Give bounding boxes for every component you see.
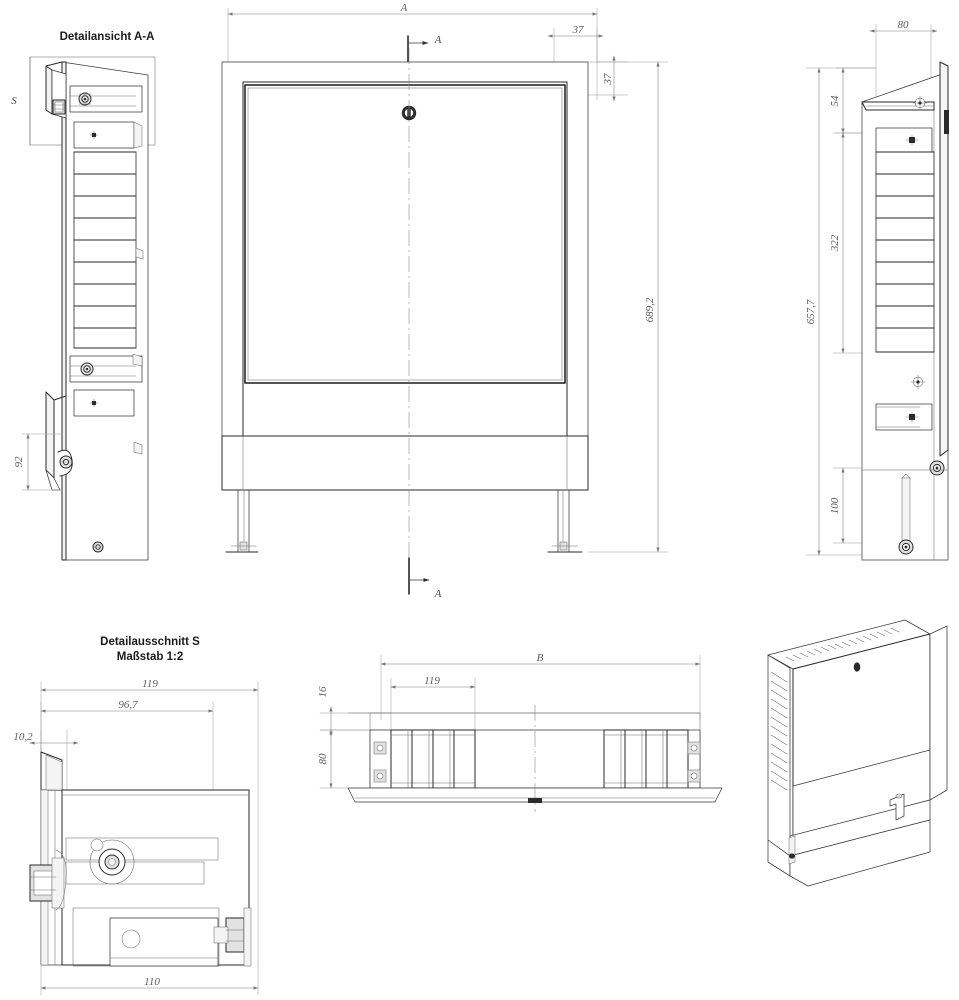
- dim-A-label: A: [400, 2, 408, 14]
- lower-hinge-assembly: [80, 362, 94, 376]
- dim-322: 322: [829, 132, 877, 354]
- upper-bracket: [73, 121, 135, 149]
- dim-110: 110: [40, 964, 259, 996]
- dim-37a-label: 37: [572, 24, 585, 36]
- view-side: 80 54 322 657,7 100: [805, 19, 949, 561]
- iso-door-lock: [853, 662, 861, 672]
- upper-hinge-knuckle: [52, 99, 66, 115]
- dim-110-label: 110: [144, 976, 160, 988]
- lower-bracket-center-mark: [89, 398, 99, 408]
- dim-119-top-label: 119: [424, 675, 440, 687]
- iso-left-louvres: [770, 671, 788, 791]
- side-upper-bracket: [875, 127, 933, 153]
- dim-92-label: 92: [13, 456, 25, 468]
- dim-80-side-label: 80: [898, 19, 910, 31]
- detail-upper-slot: [65, 837, 219, 885]
- front-door-panel: [244, 84, 566, 384]
- dim-overall-width-A: A: [227, 2, 598, 63]
- top-bolt-left-lower: [373, 769, 387, 783]
- upper-bracket-center-mark: [89, 130, 99, 140]
- dim-10-2-label: 10,2: [13, 731, 33, 743]
- view-detail-a-a: 92 S Detailansicht A-A: [11, 31, 156, 561]
- detail-s-scale: Maßstab 1:2: [117, 651, 183, 663]
- detail-a-a-title: Detailansicht A-A: [60, 31, 155, 43]
- upper-center-mark: [912, 95, 928, 111]
- lower-right-tab: [133, 441, 143, 455]
- side-door-lock-tab: [944, 110, 949, 134]
- detail-s-title: Detailausschnitt S: [100, 636, 200, 648]
- front-door-inner-line: [247, 87, 563, 381]
- top-bolt-right-lower: [687, 769, 701, 783]
- lower-rail-tab: [132, 353, 143, 367]
- dim-16: 16: [317, 686, 391, 737]
- lower-center-mark: [910, 374, 926, 390]
- upper-hinge-assembly: [78, 92, 92, 106]
- top-bolt-right-upper: [687, 741, 701, 755]
- dim-B-label: B: [537, 652, 544, 664]
- dim-689-2: 689,2: [587, 61, 669, 553]
- side-lower-bracket: [875, 403, 933, 431]
- iso-left-side: [767, 654, 791, 857]
- top-vent-left: [390, 729, 476, 789]
- foot-screw: [92, 541, 104, 553]
- detail-lower-plate: [72, 907, 220, 967]
- section-a-top-label: A: [434, 34, 442, 46]
- bottom-lip-edge: [53, 395, 67, 401]
- dim-657-7-label: 657,7: [805, 299, 817, 324]
- dim-16-label: 16: [317, 686, 329, 698]
- dim-37b-label: 37: [602, 73, 614, 86]
- lower-bracket: [73, 389, 135, 417]
- dim-689-2-label: 689,2: [644, 297, 656, 322]
- bottom-bent-lip: [45, 391, 55, 479]
- dim-119-detail-label: 119: [142, 678, 158, 690]
- lip-top-edge: [45, 61, 63, 67]
- side-adjustable-leg: [861, 469, 949, 561]
- view-isometric: [767, 619, 948, 887]
- iso-foot-left-cap: [789, 853, 795, 859]
- section-marker-a-bottom: A: [408, 557, 442, 600]
- dim-119-top: 119: [390, 675, 476, 731]
- side-door-panel: [939, 61, 949, 457]
- bottom-latch-assembly: [57, 449, 73, 477]
- detail-hinge-block: [29, 849, 67, 911]
- front-foot-left: [225, 489, 259, 553]
- upper-bracket-tab: [133, 121, 143, 149]
- dim-322-label: 322: [829, 234, 841, 252]
- top-vent-right: [603, 729, 689, 789]
- iso-foot-right: [889, 793, 905, 821]
- detail-right-bolt: [213, 907, 252, 967]
- iso-right-edge: [929, 625, 948, 801]
- view-top: B 119 16 80: [317, 652, 723, 812]
- iso-foot-left: [788, 835, 796, 865]
- view-front: A 37 37 A: [221, 2, 669, 600]
- iso-foot-right-cap: [895, 793, 903, 799]
- view-detail-s: Detailausschnitt S Maßstab 1:2 119 96,7 …: [13, 636, 259, 996]
- mid-tab: [135, 247, 144, 260]
- side-lower-bracket-mark: [905, 411, 919, 423]
- dim-96-7-label: 96,7: [118, 699, 138, 711]
- cabinet-door-panel: [61, 61, 67, 561]
- marker-s-label: S: [11, 95, 17, 107]
- iso-top-louvres: [785, 627, 900, 662]
- side-upper-bracket-mark: [905, 134, 919, 146]
- dim-657-7: 657,7: [805, 67, 931, 556]
- dim-92: 92: [13, 433, 63, 491]
- front-foot-right: [547, 489, 583, 553]
- top-center-tab: [528, 798, 542, 803]
- side-lower-bolt: [929, 460, 945, 476]
- dim-54-label: 54: [829, 95, 841, 107]
- dim-100-label: 100: [829, 497, 841, 514]
- front-lower-skirt: [221, 435, 589, 491]
- top-bolt-left-upper: [373, 741, 387, 755]
- side-vent-rung-group: [875, 151, 935, 353]
- dim-80-top-label: 80: [317, 753, 329, 765]
- top-bent-lip: [45, 65, 53, 115]
- dim-B: B: [380, 652, 701, 721]
- section-a-bottom-label: A: [434, 588, 442, 600]
